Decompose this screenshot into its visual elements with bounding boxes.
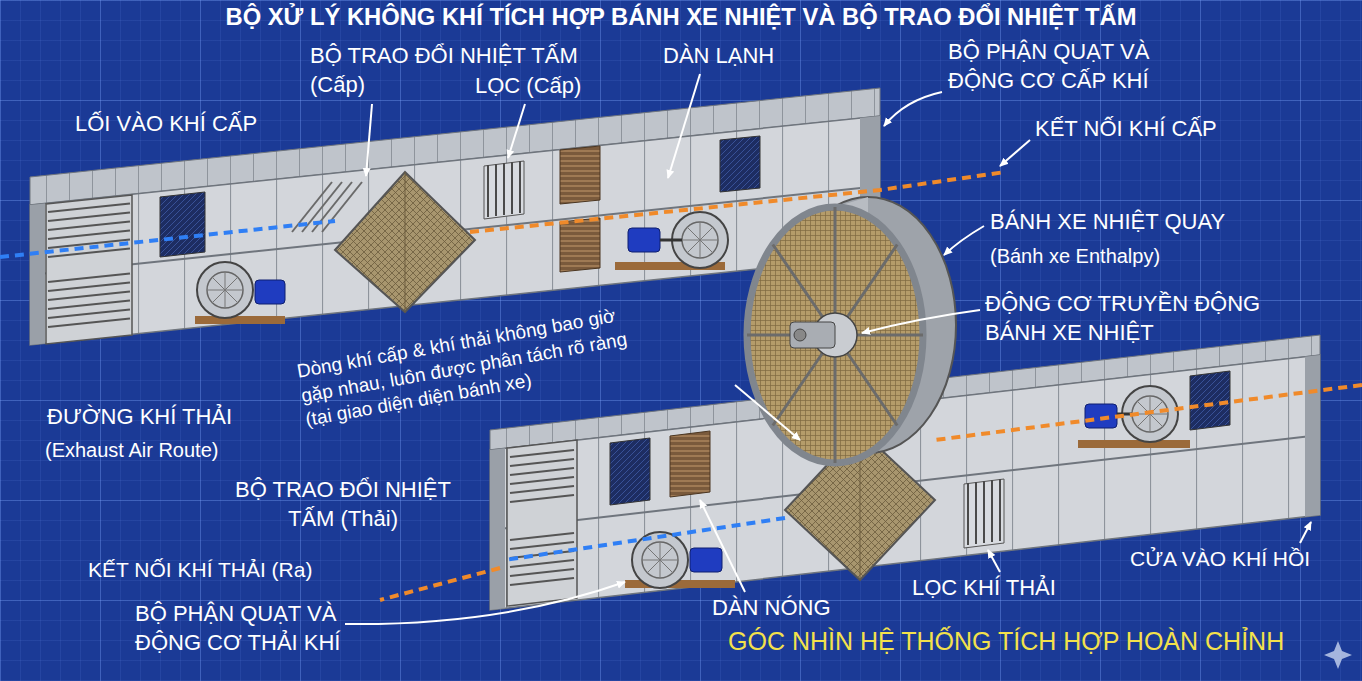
part-label: DÀN NÓNG xyxy=(712,594,831,623)
part-label: (Bánh xe Enthalpy) xyxy=(990,243,1160,269)
part-label: Dòng khí cấp & khí thải không bao giờ gặ… xyxy=(295,303,633,433)
text-line: ĐỘNG CƠ CẤP KHÍ xyxy=(948,67,1149,96)
part-label: DÀN LẠNH xyxy=(663,42,774,71)
part-label: BỘ TRAO ĐỔI NHIỆT TẤM (Thải) xyxy=(235,476,451,533)
text-line: BÁNH XE NHIỆT xyxy=(985,319,1260,348)
part-label: KẾT NỐI KHÍ CẤP xyxy=(1035,115,1217,144)
part-label: LỌC (Cấp) xyxy=(475,72,581,101)
part-label: ĐỘNG CƠ TRUYỀN ĐỘNG BÁNH XE NHIỆT xyxy=(985,290,1260,347)
part-label: LỌC KHÍ THẢI xyxy=(912,574,1056,603)
sparkle-ornament xyxy=(1324,641,1352,669)
text-line: TẤM (Thải) xyxy=(235,505,451,534)
part-label: LỐI VÀO KHÍ CẤP xyxy=(75,110,257,139)
text-line: BỘ TRAO ĐỔI NHIỆT TẤM xyxy=(310,42,578,71)
text-line: ĐỘNG CƠ TRUYỀN ĐỘNG xyxy=(985,290,1260,319)
enthalpy-wheel xyxy=(747,197,956,463)
text-line: ĐỘNG CƠ THẢI KHÍ xyxy=(135,629,340,658)
diagram-title: BỘ XỬ LÝ KHÔNG KHÍ TÍCH HỢP BÁNH XE NHIỆ… xyxy=(0,2,1362,33)
part-label: BÁNH XE NHIỆT QUAY xyxy=(990,208,1225,237)
part-label: CỬA VÀO KHÍ HỒI xyxy=(1130,545,1310,572)
text-line: BỘ TRAO ĐỔI NHIỆT xyxy=(235,476,451,505)
part-label: KẾT NỐI KHÍ THẢI (Ra) xyxy=(88,556,312,583)
text-line: BỘ PHẬN QUẠT VÀ xyxy=(135,600,340,629)
part-label: BỘ PHẬN QUẠT VÀ ĐỘNG CƠ THẢI KHÍ xyxy=(135,600,340,657)
part-label: ĐƯỜNG KHÍ THẢI xyxy=(47,403,232,432)
airflow-lines xyxy=(0,172,1362,600)
part-label: (Exhaust Air Route) xyxy=(45,437,218,463)
text-line: BỘ PHẬN QUẠT VÀ xyxy=(948,38,1149,67)
part-label: BỘ PHẬN QUẠT VÀ ĐỘNG CƠ CẤP KHÍ xyxy=(948,38,1149,95)
view-caption: GÓC NHÌN HỆ THỐNG TÍCH HỢP HOÀN CHỈNH xyxy=(728,625,1284,658)
